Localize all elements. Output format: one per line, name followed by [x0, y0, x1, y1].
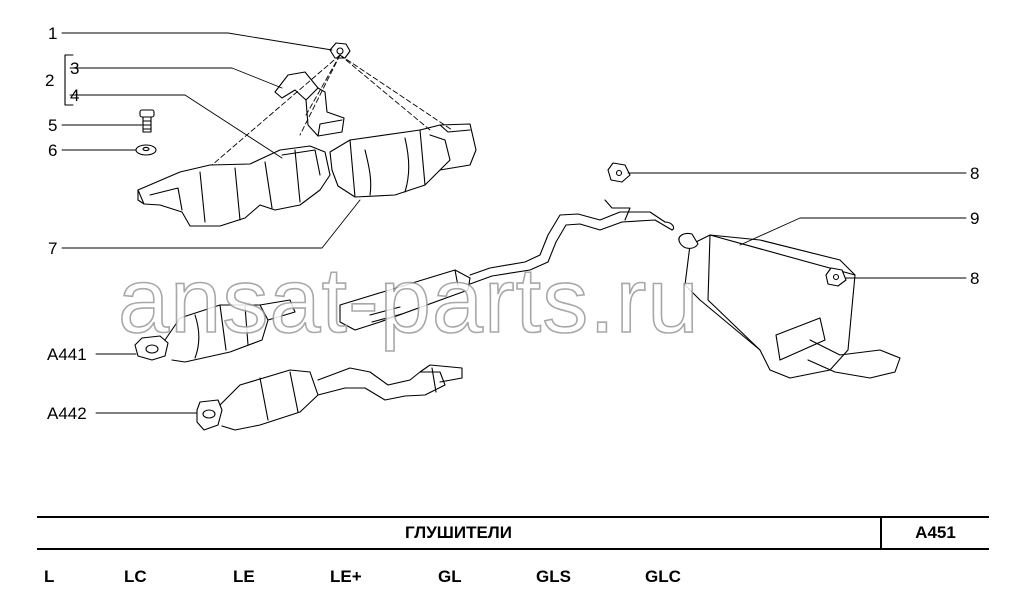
nut-part-1: [329, 42, 351, 59]
trim-gls: GLS: [536, 567, 571, 586]
assembly-dash-lines: [211, 54, 453, 166]
trim-glc: GLC: [645, 567, 681, 586]
rear-muffler: [678, 232, 901, 379]
watermark-text: ansat-parts.ru: [118, 250, 700, 352]
callout-1: 1: [48, 24, 57, 43]
trim-lc: LC: [124, 567, 147, 586]
callout-4: 4: [70, 86, 79, 105]
exhaust-parts-diagram: 1 2 3 4 5 6 7 8 9 8 A441 A442 ansat-part…: [45, 24, 979, 431]
callout-7: 7: [48, 239, 57, 258]
clip-part-8-lower: [825, 267, 847, 287]
callout-3: 3: [70, 59, 79, 78]
bolt-part-5: [139, 109, 155, 133]
trim-levels-row: L LC LE LE+ GL GLS GLC: [0, 562, 1031, 592]
callout-6: 6: [48, 141, 57, 160]
callout-5: 5: [48, 116, 57, 135]
callout-a442: A442: [47, 404, 87, 423]
catalyst-heat-shield: [329, 123, 477, 198]
leader-lines: [61, 32, 967, 414]
washer-part-6: [135, 144, 157, 156]
catalyst-a442: [196, 364, 463, 431]
clip-part-8-upper: [607, 162, 631, 183]
callout-8-upper: 8: [970, 164, 979, 183]
callout-9: 9: [970, 209, 979, 228]
trim-gl: GL: [438, 567, 462, 586]
section-title: ГЛУШИТЕЛИ: [405, 523, 512, 542]
heat-shield-front: [137, 145, 331, 227]
title-divider: [880, 518, 882, 548]
trim-le: LE: [233, 567, 255, 586]
middle-pipe-resonator: [339, 199, 675, 331]
section-code: A451: [915, 523, 956, 542]
section-title-bar: ГЛУШИТЕЛИ A451: [37, 516, 989, 550]
callout-2: 2: [45, 71, 54, 90]
callout-8-lower: 8: [970, 269, 979, 288]
callout-a441: A441: [47, 345, 87, 364]
catalyst-a441: [134, 299, 296, 363]
trim-le-plus: LE+: [330, 567, 362, 586]
trim-l: L: [44, 567, 55, 586]
